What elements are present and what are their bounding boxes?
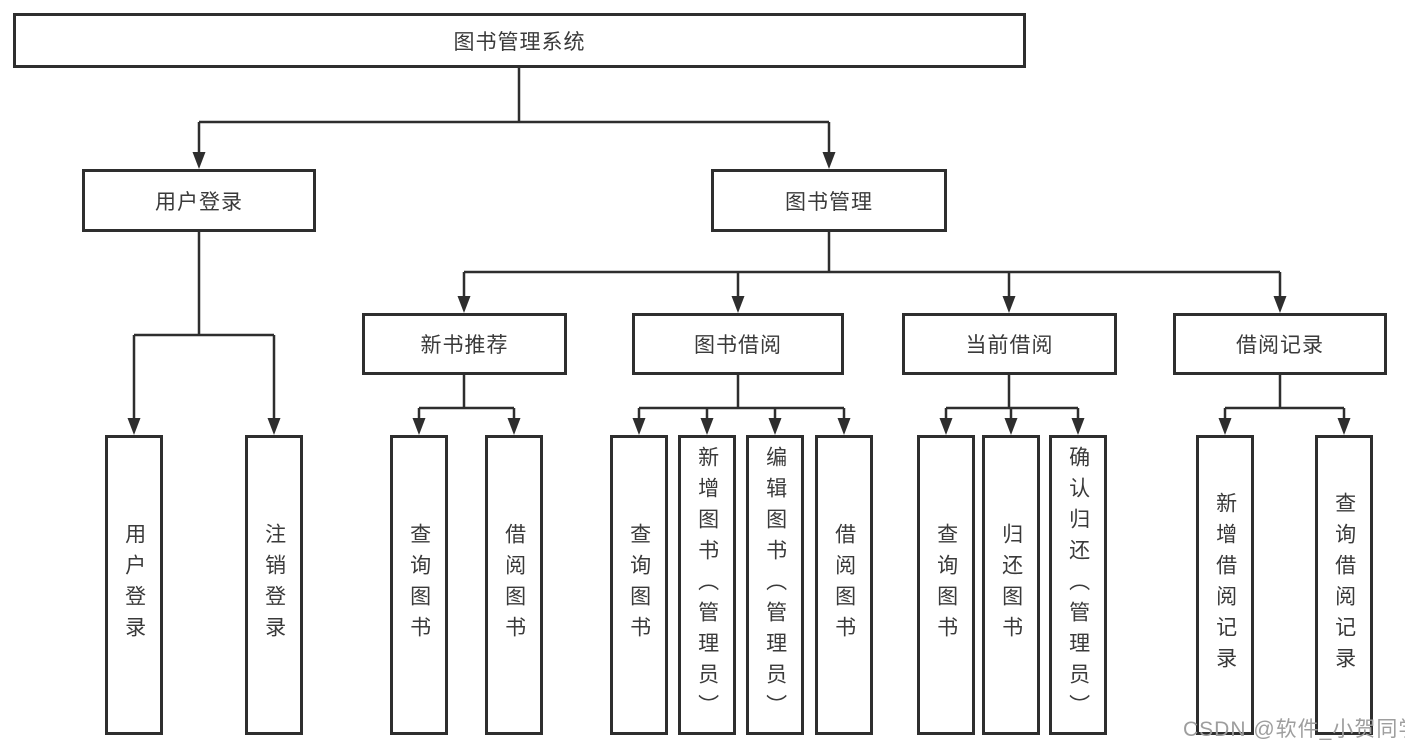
node-label: 借阅图书 [832,523,856,647]
node-label: 查询图书 [934,523,958,647]
node-label: 注销登录 [262,523,286,647]
node-label: 新增图书（管理员） [695,445,719,725]
node-label: 新书推荐 [420,334,509,357]
node-label: 当前借阅 [965,334,1054,357]
node-leaf-edit-books-admin: 编辑图书（管理员） [746,435,804,735]
node-leaf-return-books: 归还图书 [982,435,1040,735]
node-leaf-query-books-current: 查询图书 [917,435,975,735]
node-library-management-system: 图书管理系统 [13,13,1026,68]
arrowheads [127,152,1351,435]
node-label: 用户登录 [122,523,146,647]
node-leaf-query-books-borrow: 查询图书 [610,435,668,735]
node-label: 用户登录 [155,190,243,214]
node-label: 借阅图书 [502,523,526,647]
node-leaf-confirm-return-admin: 确认归还（管理员） [1049,435,1107,735]
node-leaf-query-borrow-record: 查询借阅记录 [1315,435,1373,735]
node-label: 新增借阅记录 [1213,492,1237,678]
csdn-watermark: CSDN @软件_小贺同学 [1183,718,1405,741]
node-current-borrowing: 当前借阅 [902,313,1117,375]
node-leaf-query-books-recommend: 查询图书 [390,435,448,735]
node-label: 查询图书 [407,523,431,647]
node-label: 确认归还（管理员） [1066,445,1090,725]
node-new-book-recommendation: 新书推荐 [362,313,567,375]
node-leaf-borrow-books: 借阅图书 [815,435,873,735]
node-user-login: 用户登录 [82,169,316,232]
node-label: 图书管理 [785,190,873,214]
node-leaf-add-borrow-record: 新增借阅记录 [1196,435,1254,735]
node-borrowing-records: 借阅记录 [1173,313,1387,375]
node-leaf-borrow-books-recommend: 借阅图书 [485,435,543,735]
node-book-management: 图书管理 [711,169,947,232]
node-leaf-add-books-admin: 新增图书（管理员） [678,435,736,735]
connector-paths [132,68,1346,421]
node-label: 归还图书 [999,523,1023,647]
node-label: 编辑图书（管理员） [763,445,787,725]
node-label: 借阅记录 [1236,334,1324,357]
node-leaf-logout: 注销登录 [245,435,303,735]
node-book-borrowing: 图书借阅 [632,313,844,375]
node-leaf-user-login: 用户登录 [105,435,163,735]
node-label: 查询借阅记录 [1332,492,1356,678]
node-label: 图书管理系统 [453,30,586,54]
node-label: 图书借阅 [694,334,782,357]
node-label: 查询图书 [627,523,651,647]
